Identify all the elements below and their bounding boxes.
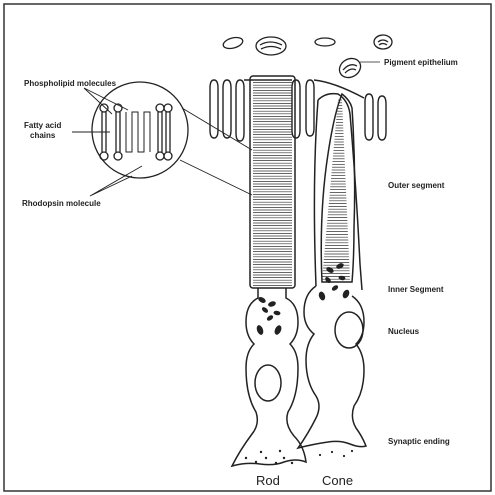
figure-border — [4, 4, 491, 491]
label-cone: Cone — [322, 473, 353, 488]
label-rod: Rod — [256, 473, 280, 488]
label-nucleus: Nucleus — [388, 327, 420, 336]
label-fatty-acid-line2: chains — [30, 131, 56, 140]
label-synaptic-ending: Synaptic ending — [388, 437, 450, 446]
label-pigment-epithelium: Pigment epithelium — [384, 58, 458, 67]
label-outer-segment: Outer segment — [388, 181, 445, 190]
label-rhodopsin: Rhodopsin molecule — [22, 199, 101, 208]
label-inner-segment: Inner Segment — [388, 285, 444, 294]
label-fatty-acid-line1: Fatty acid — [24, 121, 61, 130]
label-phospholipid: Phospholipid molecules — [24, 79, 117, 88]
